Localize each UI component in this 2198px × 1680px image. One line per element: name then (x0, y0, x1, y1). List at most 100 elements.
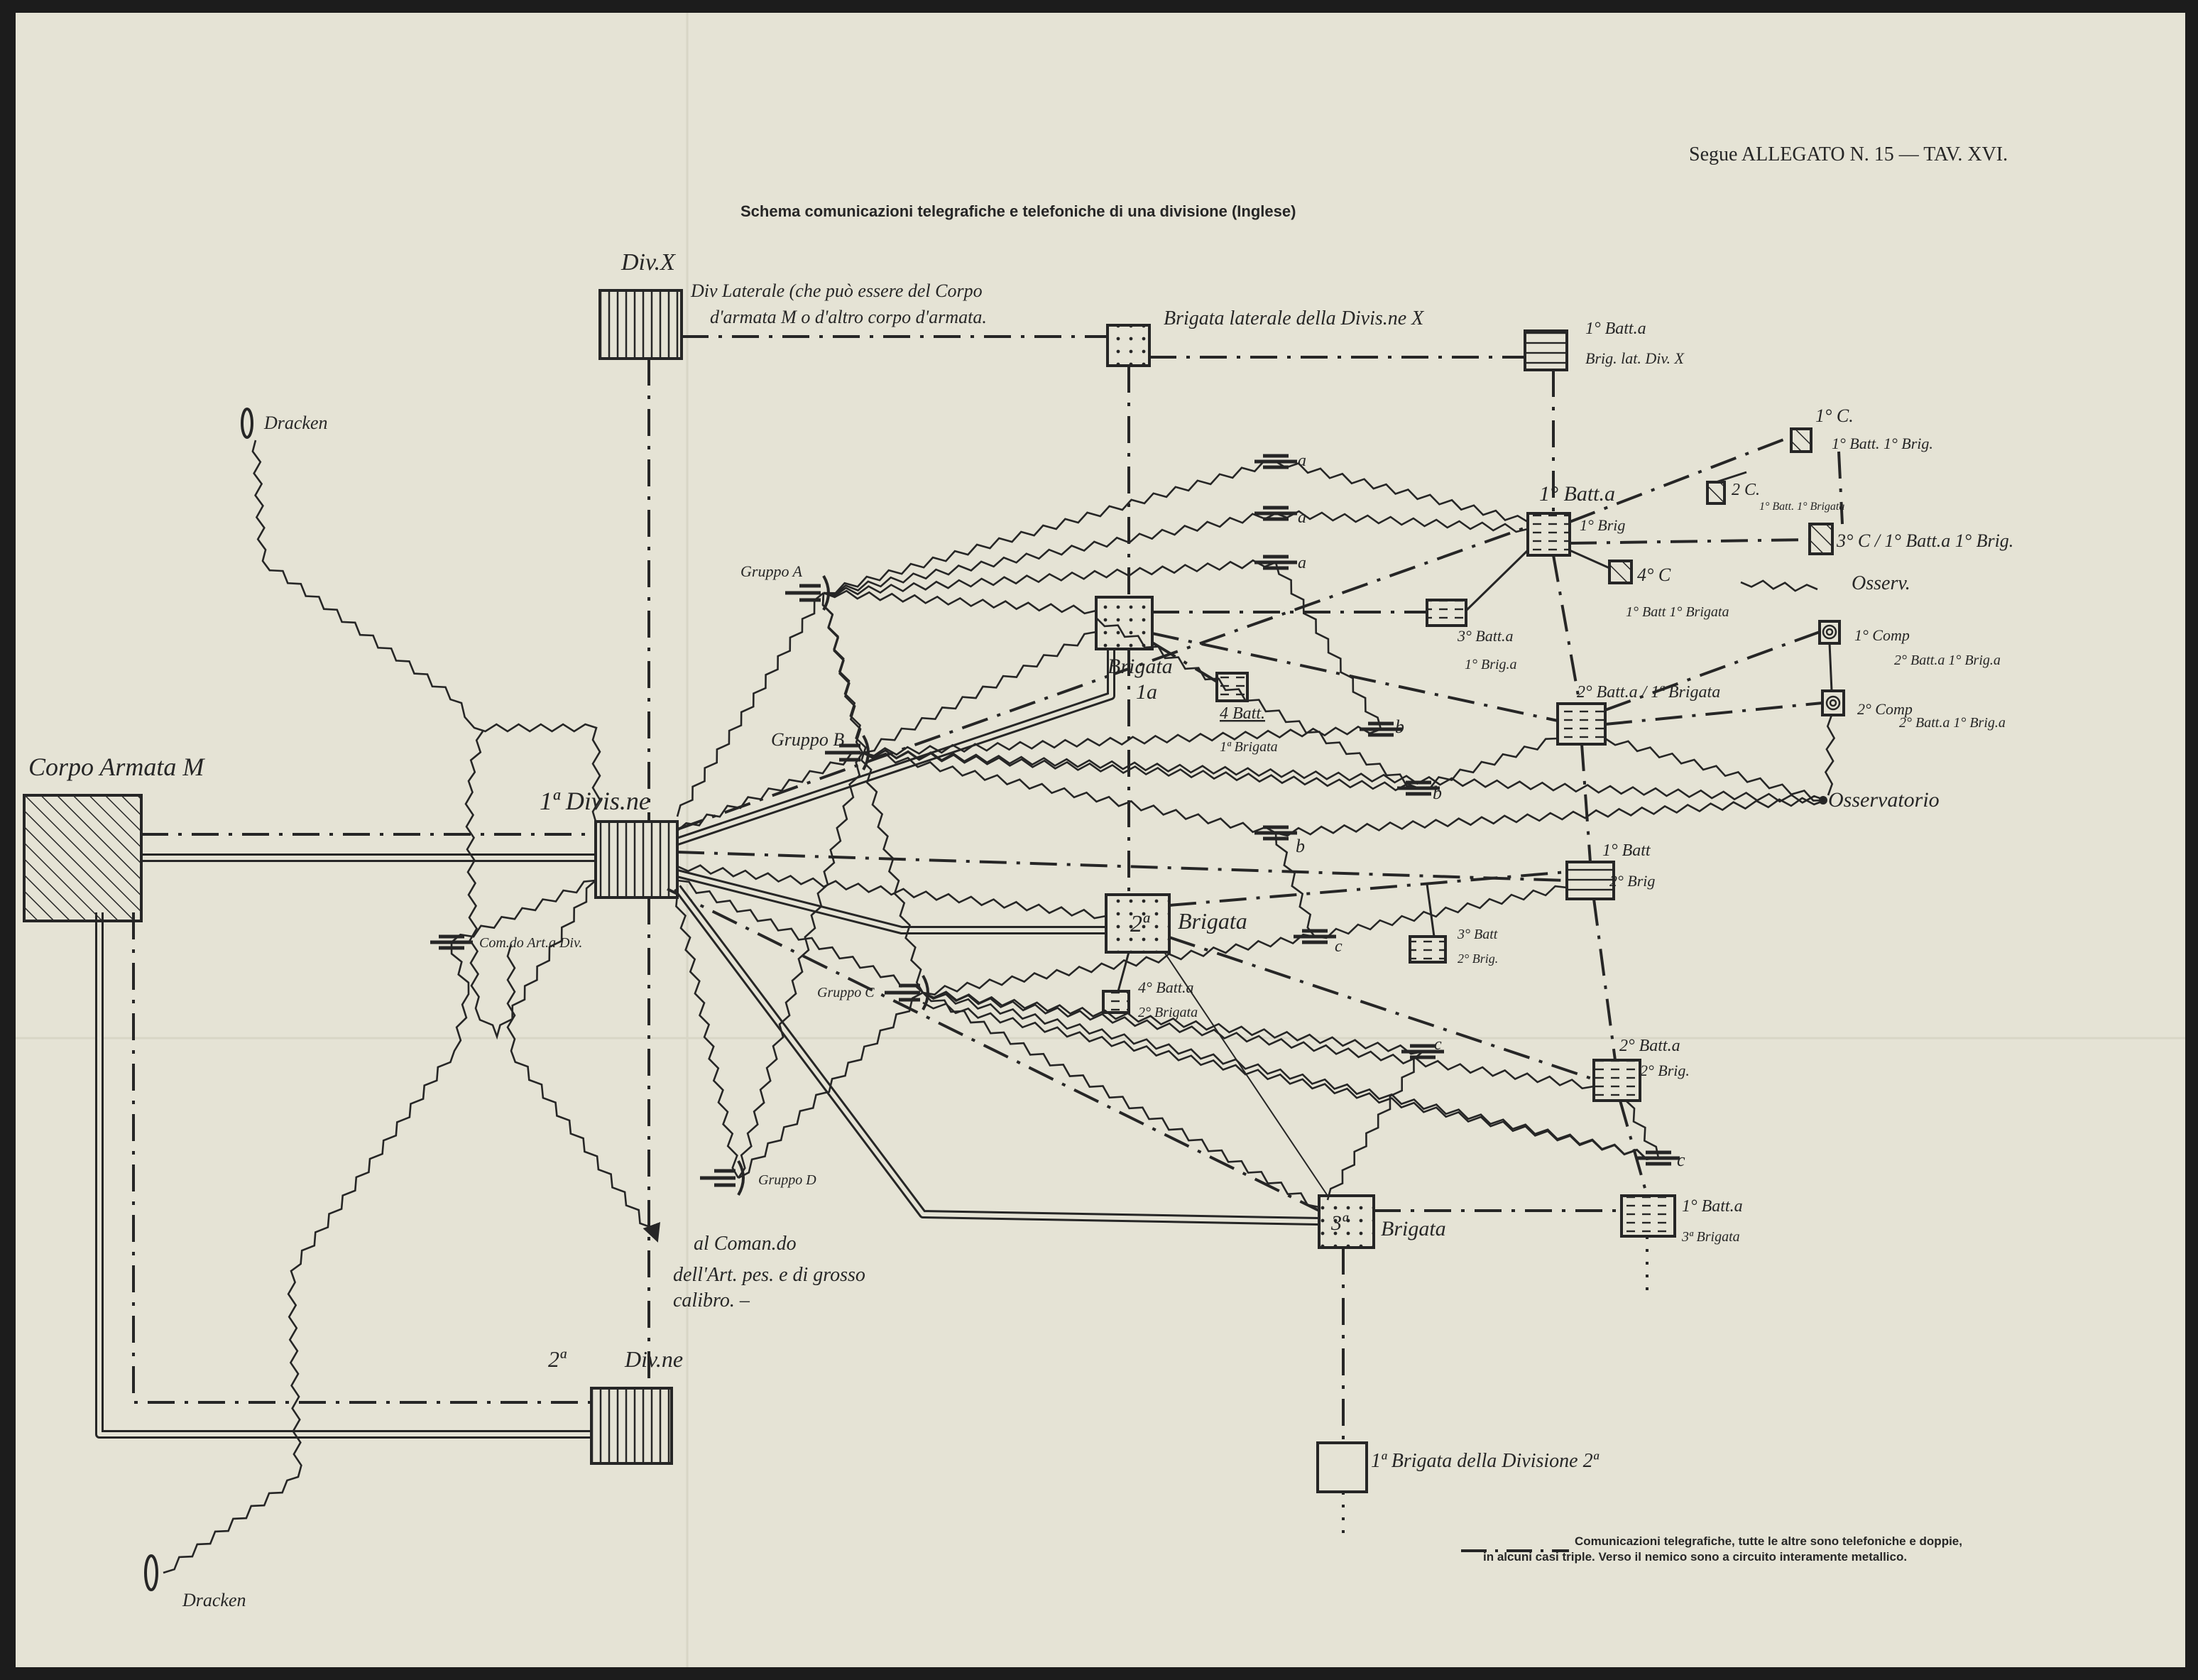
telephone-line (862, 749, 1826, 804)
node-brigata-3 (1318, 1194, 1375, 1249)
telephone-line (737, 752, 864, 1179)
exchange-label-b: b (1395, 716, 1404, 737)
dracken-balloon-icon (241, 408, 253, 439)
label-gruppo-d: Gruppo D (758, 1172, 816, 1188)
label-3-c: 3° C / 1° Batt.a 1° Brig. (1836, 530, 2013, 551)
telephone-line (451, 879, 596, 943)
label-comando-art-div: Com.do Art.a Div. (479, 935, 582, 951)
telephone-line (676, 591, 824, 817)
diagram-title: Schema comunicazioni telegrafiche e tele… (740, 202, 1296, 220)
observatory-point-icon (1819, 796, 1827, 804)
paper (16, 13, 2185, 1667)
label-1-divisione: 1ª Divis.ne (540, 787, 650, 815)
label-3-batt-1-brig: 3° Batt.a (1457, 627, 1513, 645)
node-3-batt-2-brig (1409, 935, 1447, 964)
telephone-line (823, 460, 1276, 594)
group-brace (737, 1160, 745, 1196)
target-icon (1829, 699, 1837, 707)
telephone-line (677, 751, 863, 831)
telegraph-line (1152, 632, 1558, 722)
node-2-divisione (590, 1387, 673, 1465)
label-4-c-2: 1° Batt 1° Brigata (1626, 604, 1729, 620)
label-gruppo-a: Gruppo A (740, 562, 803, 580)
telephone-line (1274, 562, 1382, 730)
node-3-batt-1-brig (1426, 599, 1467, 627)
node-1-batt-3-brig (1620, 1194, 1676, 1238)
label-2-c: 2 C. (1732, 481, 1760, 499)
telephone-line (506, 944, 660, 1243)
telephone-line (1418, 737, 1558, 790)
telephone-line (464, 731, 596, 1040)
label-1-comp: 1° Comp (1854, 626, 1910, 644)
node-4-batt-2-brig (1102, 990, 1130, 1014)
label-3-batt-2-brig-2: 2° Brig. (1458, 951, 1498, 966)
label-2-batt-2-brig-2: 2° Brig. (1640, 1062, 1690, 1079)
exchange-label-a: a (1298, 508, 1306, 527)
line (1117, 951, 1130, 992)
label-2-batt-2-brig: 2° Batt.a (1619, 1037, 1680, 1055)
telephone-line (1275, 460, 1529, 523)
label-osserv: Osserv. (1852, 572, 1910, 594)
label-1-batt-2-brig: 1° Batt (1602, 841, 1651, 860)
telegraph-line (1569, 435, 1792, 523)
label-4-batt-2-brig: 4° Batt.a (1138, 978, 1193, 996)
legend-text-1: Comunicazioni telegrafiche, tutte le alt… (1575, 1534, 1962, 1548)
label-dracken-bottom: Dracken (182, 1590, 246, 1610)
node-corpo-armata (23, 794, 143, 922)
label-2-div: Div.ne (624, 1346, 683, 1372)
line (1426, 883, 1436, 937)
telegraph-line (1169, 871, 1568, 907)
node-2-batt-2-brig (1592, 1059, 1641, 1102)
label-4-c: 4° C (1637, 564, 1671, 585)
telephone-line (922, 991, 1423, 1055)
telephone-line (823, 559, 1276, 597)
line (1465, 549, 1529, 612)
gruppo-d-symbol (700, 1160, 745, 1196)
exchange-label-b: b (1433, 782, 1442, 803)
group-brace (922, 974, 929, 1011)
target-icon (1825, 695, 1841, 711)
label-al-comando: al Coman.do (694, 1233, 797, 1255)
target-icon (1825, 628, 1834, 636)
label-1-comp-2: 2° Batt.a 1° Brig.a (1894, 653, 2001, 668)
label-batt-laterale-2: Brig. lat. Div. X (1585, 349, 1685, 367)
node-1-batt-1-brig (1526, 512, 1571, 557)
gruppo-b-symbol (825, 734, 870, 771)
telephone-exchange-icon (1254, 555, 1297, 570)
telegraph-line (1604, 631, 1820, 711)
gruppo-c-symbol (885, 974, 929, 1011)
label-2-batt-1-brig: 2° Batt.a / 1ª Brigata (1577, 683, 1720, 702)
label-4-batt-2-brig-2: 2° Brigata (1138, 1005, 1198, 1020)
telephone-line (1275, 510, 1529, 533)
telephone-line (677, 864, 1107, 920)
label-div-laterale-2: d'armata M o d'altro corpo d'armata. (710, 307, 987, 327)
node-1-batt-2-brig (1565, 861, 1615, 900)
telephone-exchange-icon (1294, 929, 1336, 944)
telephone-line (677, 879, 924, 993)
node-brigata-div2 (1316, 1441, 1368, 1493)
node-1-compagnia (1790, 427, 1812, 453)
telephone-line (922, 992, 1320, 1209)
label-brigata-1: Brigata (1108, 655, 1173, 678)
label-brigata-2-num: 2ª (1130, 911, 1150, 937)
label-1-batt-3-brig: 1° Batt.a (1682, 1197, 1743, 1216)
telegraph-line (1151, 641, 1218, 683)
label-2-comp-2: 2° Batt.a 1° Brig.a (1899, 715, 2006, 731)
telephone-exchange-icon (1254, 454, 1297, 469)
telephone-line (1824, 714, 1836, 796)
node-labels: Corpo Armata M Div.X Div Laterale (che p… (28, 249, 2013, 1610)
telegraph-line (1552, 555, 1581, 704)
label-dracken-top: Dracken (263, 413, 328, 433)
node-2-comp-2-batt (1821, 689, 1845, 716)
telephone-line (1326, 1050, 1423, 1201)
telephone-line (823, 512, 1276, 596)
label-osservatorio: Osservatorio (1828, 788, 1940, 812)
target-icon (1822, 624, 1837, 640)
telephone-line (1740, 579, 1818, 592)
node-brigata-1 (1095, 596, 1154, 650)
label-1-c: 1° C. (1815, 405, 1854, 426)
label-1-batt-3-brig-2: 3ª Brigata (1681, 1229, 1740, 1245)
line (1715, 471, 1747, 484)
exchange-label-c: c (1335, 937, 1343, 956)
